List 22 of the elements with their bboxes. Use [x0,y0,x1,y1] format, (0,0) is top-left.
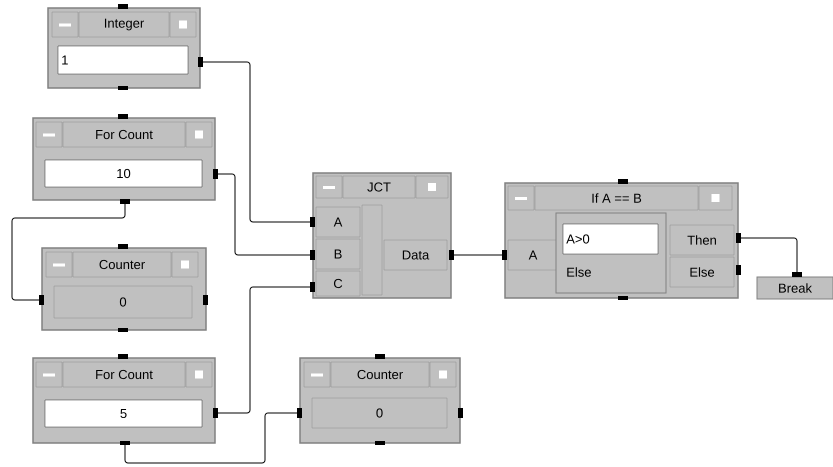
wire [216,174,310,256]
terminal-label: C [316,270,360,296]
else-label: Else [567,267,591,277]
break-label: Break [779,283,812,293]
wire [124,412,298,464]
input-field: A>0 [562,224,658,254]
input-field: 10 [44,160,202,188]
value-display: 0 [54,286,192,318]
wire [740,238,798,272]
terminal-label: Data [384,240,448,270]
value-display: 0 [312,398,448,428]
input-field: 5 [44,400,202,428]
terminal-label: Else [670,256,734,288]
terminal-label: A [316,206,360,238]
wire [202,62,310,222]
terminal-label: Then [670,224,734,256]
terminal-label: A [508,240,558,270]
wire [12,204,126,300]
terminal-label: B [316,238,360,270]
input-field: 1 [58,46,188,74]
wire [216,286,310,414]
wire [454,254,502,256]
